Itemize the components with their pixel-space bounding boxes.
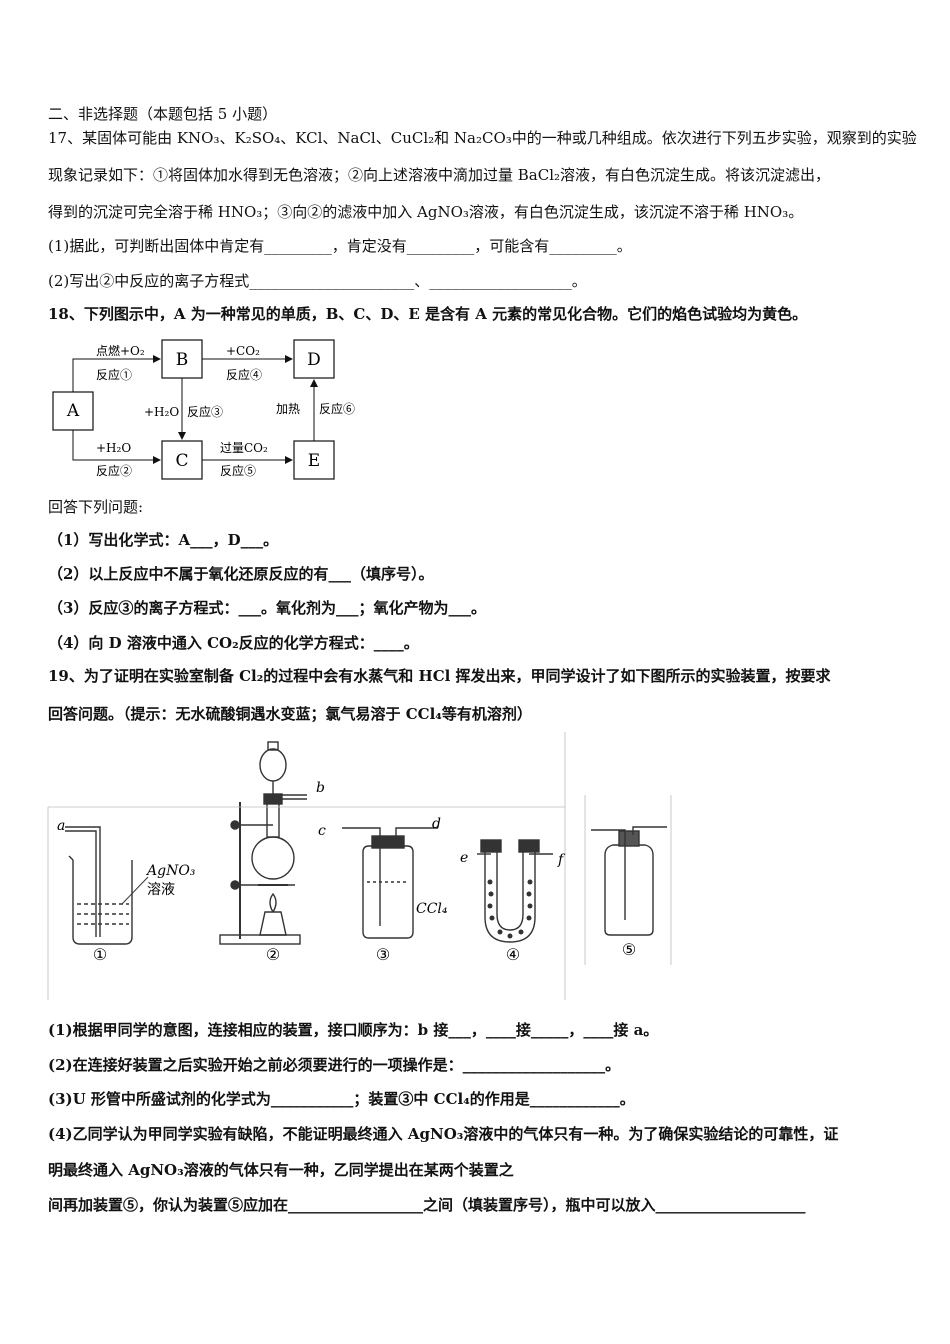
label-agno3: AgNO₃ [145, 863, 196, 879]
q17-stem-2: 现象记录如下：①将固体加水得到无色溶液；②向上述溶液中滴加过量 BaCl₂溶液，… [48, 166, 831, 184]
label-ce-bottom: 反应⑤ [220, 463, 256, 478]
apparatus-5: ⑤ [583, 795, 673, 965]
q19-sub-1: (1)根据甲同学的意图，连接相应的装置，接口顺序为：b 接___，____接__… [48, 1021, 659, 1039]
label-e: e [460, 850, 468, 866]
tube-a [65, 826, 101, 937]
q19-apparatus-figure: a b c d e f AgNO₃ 溶液 CCl₄ ① ② ③ ④ [45, 732, 570, 1000]
q19-sub-2: (2)在连接好装置之后实验开始之前必须要进行的一项操作是：___________… [48, 1056, 621, 1074]
device-number-5: ⑤ [622, 940, 636, 959]
label-ed-left: 加热 [276, 402, 300, 416]
box-d-label: D [307, 350, 321, 370]
label-ac-bottom: 反应② [96, 463, 132, 478]
box-b-label: B [176, 350, 189, 370]
label-bc-left: +H₂O [144, 405, 179, 419]
box-e-label: E [308, 451, 320, 471]
q18-prompt: 回答下列问题: [48, 498, 144, 516]
stand-base [219, 934, 301, 945]
device-number-4: ④ [506, 945, 520, 964]
label-bd-top: +CO₂ [226, 344, 260, 358]
box-a-label: A [66, 401, 80, 421]
q17-sub-2: (2)写出②中反应的离子方程式______________________、__… [48, 272, 587, 290]
label-ac-top: +H₂O [96, 441, 131, 455]
dropping-funnel [259, 748, 287, 782]
q17-stem-3: 得到的沉淀可完全溶于稀 HNO₃；③向②的滤液中加入 AgNO₃溶液，有白色沉淀… [48, 203, 804, 221]
gas-bottle-3 [362, 845, 414, 939]
beaker-1 [72, 860, 133, 945]
label-ed-right: 反应⑥ [319, 401, 355, 416]
label-ccl4: CCl₄ [416, 901, 448, 917]
q18-sub-1: （1）写出化学式：A___，D___。 [48, 531, 279, 549]
label-c: c [318, 823, 326, 839]
label-ab-bottom: 反应① [96, 367, 132, 382]
alcohol-lamp [259, 911, 287, 936]
apparatus-svg: a b c d e f AgNO₃ 溶液 CCl₄ ① ② ③ ④ [47, 732, 566, 1000]
q18-sub-4: （4）向 D 溶液中通入 CO₂反应的化学方程式：____。 [48, 634, 419, 652]
q19-sub-4b: 明最终通入 AgNO₃溶液的气体只有一种，乙同学提出在某两个装置之 [48, 1161, 514, 1179]
q19-stem-2: 回答问题。（提示：无水硫酸铜遇水变蓝；氯气易溶于 CCl₄等有机溶剂） [48, 705, 532, 723]
label-solution: 溶液 [147, 882, 175, 898]
label-bc-right: 反应③ [187, 404, 223, 419]
label-d: d [432, 816, 441, 832]
label-bd-bottom: 反应④ [226, 367, 262, 382]
u-tube [484, 850, 536, 943]
q19-sub-3: (3)U 形管中所盛试剂的化学式为___________；装置③中 CCl₄的作… [48, 1090, 635, 1108]
q17-sub-1: (1)据此，可判断出固体中肯定有_________，肯定没有_________，… [48, 237, 632, 255]
q18-stem: 18、下列图示中，A 为一种常见的单质，B、C、D、E 是含有 A 元素的常见化… [48, 305, 808, 323]
box-c-label: C [175, 451, 188, 471]
label-ab-top: 点燃+O₂ [96, 343, 145, 358]
section-title: 二、非选择题（本题包括 5 小题） [48, 105, 278, 123]
q18-sub-3: （3）反应③的离子方程式：___。氧化剂为___；氧化产物为___。 [48, 599, 486, 617]
q18-sub-2: （2）以上反应中不属于氧化还原反应的有___（填序号）。 [48, 565, 434, 583]
label-f: f [557, 852, 566, 868]
gas-bottle-5 [604, 844, 654, 936]
arrow-a-c [72, 430, 161, 464]
round-flask [251, 836, 295, 880]
device-number-1: ① [93, 945, 107, 964]
label-a: a [57, 818, 65, 834]
reaction-diagram-svg: A B D C E 点燃+O₂ 反应① +CO₂ 反应④ +H₂O 反应③ +H… [52, 339, 355, 480]
label-ce-top: 过量CO₂ [220, 441, 268, 455]
arrow-a-b [72, 355, 161, 392]
device-number-3: ③ [376, 945, 390, 964]
q19-stem-1: 19、为了证明在实验室制备 Cl₂的过程中会有水蒸气和 HCl 挥发出来，甲同学… [48, 667, 831, 685]
q18-reaction-diagram: A B D C E 点燃+O₂ 反应① +CO₂ 反应④ +H₂O 反应③ +H… [50, 335, 355, 485]
label-b: b [316, 780, 325, 796]
apparatus-5-svg: ⑤ [584, 795, 672, 965]
device-number-2: ② [266, 945, 280, 964]
q17-stem-1: 17、某固体可能由 KNO₃、K₂SO₄、KCl、NaCl、CuCl₂和 Na₂… [48, 129, 917, 147]
q19-sub-4a: (4)乙同学认为甲同学实验有缺陷，不能证明最终通入 AgNO₃溶液中的气体只有一… [48, 1125, 839, 1143]
q19-sub-4c: 间再加装置⑤，你认为装置⑤应加在__________________之间（填装置… [48, 1196, 806, 1214]
box-d [293, 339, 335, 379]
